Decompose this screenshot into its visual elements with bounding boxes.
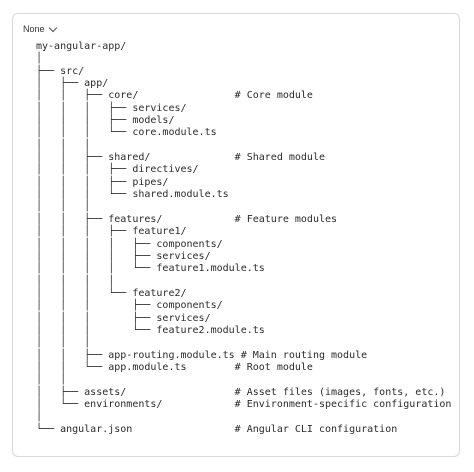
chevron-down-icon [48,23,57,32]
tree-line: │ │ │ └── feature2/ [36,287,187,299]
tree-line: │ │ │ └── shared.module.ts [36,189,229,201]
tree-line: │ │ │ ├── services/ [36,102,187,114]
tree-line: │ │ │ ├── models/ [36,115,175,127]
tree-line: │ └── environments/ # Environment-specif… [36,398,452,410]
language-label: None [23,24,45,34]
tree-line: │ │ ├── core/ # Core module [36,90,313,102]
tree-line: │ │ │ │ ├── services/ [36,250,211,262]
tree-line: my-angular-app/ [36,41,127,52]
language-selector[interactable]: None [23,23,57,34]
tree-line: │ │ ├── features/ # Feature modules [36,213,338,225]
tree-line: ├── src/ [36,65,85,77]
tree-line: │ ├── assets/ # Asset files (images, fon… [36,386,446,398]
tree-line: │ │ │ [36,201,91,213]
tree-line: │ │ │ [36,337,91,349]
tree-line: └── angular.json # Angular CLI configura… [36,423,398,435]
directory-tree: my-angular-app/│├── src/│ ├── app/│ │ ├─… [36,41,451,436]
code-block: None my-angular-app/│├── src/│ ├── app/│… [12,13,460,457]
tree-line: │ │ │ └── feature2.module.ts [36,324,265,336]
tree-line: │ [36,53,43,65]
tree-line: │ │ │ │ └── feature1.module.ts [36,263,265,275]
tree-line: │ │ │ ├── services/ [36,312,211,324]
tree-line: │ │ │ └── core.module.ts [36,127,217,139]
tree-line: │ │ └── app.module.ts # Root module [36,361,313,373]
tree-line: │ │ │ ├── components/ [36,300,223,312]
tree-line: │ │ │ │ [36,275,115,287]
tree-line: │ │ │ ├── pipes/ [36,176,169,188]
tree-line: │ ├── app/ [36,78,109,90]
tree-line: │ │ │ │ ├── components/ [36,238,223,250]
tree-line: │ │ │ ├── feature1/ [36,226,187,238]
tree-line: │ │ ├── app-routing.module.ts # Main rou… [36,349,368,361]
tree-line: │ [36,411,43,423]
tree-line: │ │ │ [36,139,91,151]
tree-line: │ │ │ ├── directives/ [36,164,199,176]
tree-line: │ │ [36,374,67,386]
tree-line: │ │ ├── shared/ # Shared module [36,152,325,164]
